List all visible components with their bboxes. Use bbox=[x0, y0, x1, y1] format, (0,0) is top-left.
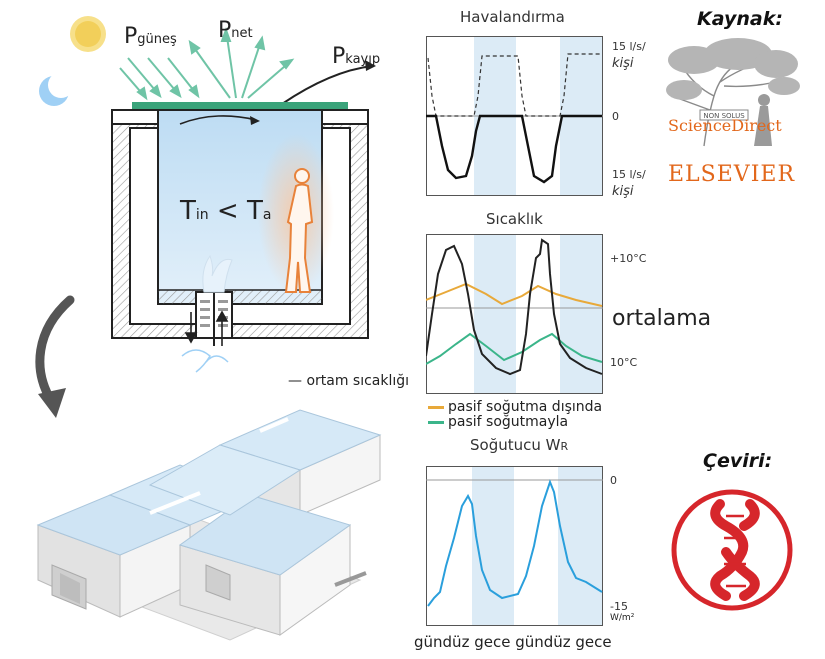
source-label: Kaynak: bbox=[697, 8, 783, 30]
legend-without-cooling: pasif soğutma dışında bbox=[428, 399, 602, 415]
temperature-tick-top: +10°C bbox=[610, 252, 647, 265]
p-net-label: Pnet bbox=[218, 18, 253, 43]
incoming-radiation-arrows bbox=[119, 57, 200, 101]
isometric-building-illustration bbox=[36, 409, 382, 641]
temperature-chart bbox=[426, 234, 603, 394]
ventilation-chart bbox=[426, 36, 603, 196]
series-with-cooling bbox=[426, 332, 603, 365]
cooling-title: Soğutucu WR bbox=[470, 436, 569, 454]
elsevier-tree-logo: NON SOLUS bbox=[666, 38, 800, 147]
svg-text:NON SOLUS: NON SOLUS bbox=[703, 112, 745, 120]
series-cooling-power bbox=[427, 479, 603, 607]
loss-arrow bbox=[281, 65, 373, 105]
p-sun-label: Pgüneş bbox=[124, 24, 177, 49]
legend-with-cooling: pasif soğutmayla bbox=[428, 414, 568, 430]
cooling-tick-bottom: -15 bbox=[610, 600, 628, 613]
transition-arrow bbox=[35, 295, 75, 418]
ventilation-tick-top: 15 l/s/ bbox=[612, 40, 646, 53]
translation-label: Çeviri: bbox=[703, 450, 773, 472]
temperature-title: Sıcaklık bbox=[486, 210, 543, 228]
temperature-inequality-label: Tin < Ta bbox=[180, 196, 272, 226]
ventilation-tick-bottom: 15 l/s/ bbox=[612, 168, 646, 181]
ventilation-tick-bottom-unit: kişi bbox=[612, 184, 634, 199]
person-icon bbox=[284, 168, 314, 293]
elsevier-wordmark: ELSEVIER bbox=[668, 162, 796, 187]
outgoing-radiation-arrows bbox=[188, 27, 295, 99]
mean-label: ortalama bbox=[612, 306, 712, 331]
ambient-legend: — ortam sıcaklığı bbox=[288, 373, 410, 389]
series-ambient bbox=[426, 238, 603, 376]
temperature-tick-bottom: 10°C bbox=[610, 356, 638, 369]
ventilation-title: Havalandırma bbox=[460, 8, 565, 26]
cooling-tick-unit: W/m² bbox=[610, 613, 635, 623]
room-cross-section-diagram bbox=[39, 16, 376, 373]
ventilation-tick-top-unit: kişi bbox=[612, 56, 634, 71]
series-without-cooling bbox=[426, 282, 603, 307]
ventilation-solid-line bbox=[426, 114, 602, 184]
sciencedirect-wordmark: ScienceDirect bbox=[668, 116, 782, 135]
cooling-chart bbox=[426, 466, 603, 626]
p-loss-label: Pkayıp bbox=[332, 44, 381, 69]
ventilation-tick-zero: 0 bbox=[612, 110, 619, 123]
moon-icon bbox=[39, 72, 74, 106]
x-axis-labels: gündüz gece gündüz gece bbox=[414, 633, 612, 651]
radiative-cooling-panel bbox=[132, 102, 348, 110]
dna-logo-icon bbox=[671, 489, 793, 611]
sun-icon bbox=[70, 16, 106, 52]
cooling-tick-zero: 0 bbox=[610, 474, 617, 487]
